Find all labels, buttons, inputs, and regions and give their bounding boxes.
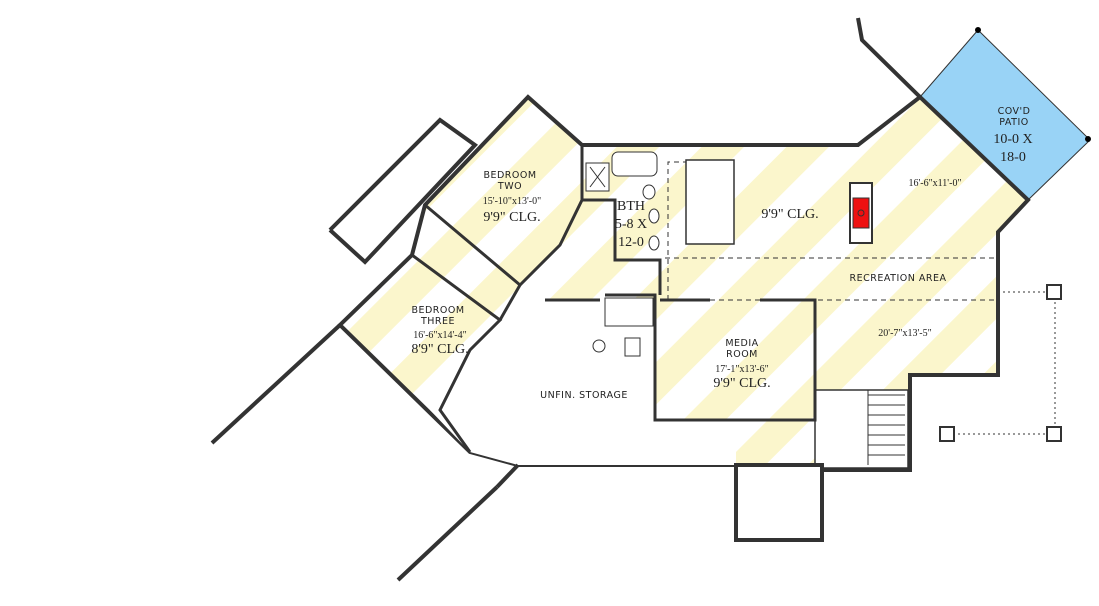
water-heater-icon [592, 339, 606, 353]
patio-name-line1: COV'D [997, 106, 1031, 117]
sink-icon [648, 235, 660, 251]
recreation-name: RECREATION AREA [849, 273, 947, 284]
bedroom-two-name-line1: BEDROOM [483, 170, 537, 181]
furnace-icon [624, 337, 641, 357]
stair-area [814, 389, 909, 469]
bedroom-three-size: 16'-6"x14'-4" [413, 330, 467, 341]
media-room-size: 17'-1"x13'-6" [715, 364, 769, 375]
bump-out [734, 463, 824, 542]
stairs-icon [867, 390, 905, 465]
bedroom-two-name-line2: TWO [497, 181, 523, 192]
retaining-walls [210, 17, 922, 582]
porch-post-icon [1046, 284, 1062, 300]
bath-size-line2: 12-0 [618, 235, 644, 250]
bedroom-two-ceiling: 9'9" CLG. [483, 210, 541, 225]
toilet-icon [642, 184, 656, 200]
patio-size: 10-0 X 18-0 [993, 131, 1032, 167]
bath-label: BTH 5-8 X 12-0 [615, 198, 647, 252]
bedroom-three-ceiling: 8'9" CLG. [411, 342, 469, 357]
unfinished-storage-area [430, 300, 736, 465]
porch-post-icon [1046, 426, 1062, 442]
porch-lines [948, 291, 1056, 435]
patio-name-line2: PATIO [999, 117, 1029, 128]
shower-icon [585, 162, 610, 192]
fireplace-icon [849, 182, 873, 244]
storage-name: UNFIN. STORAGE [540, 390, 628, 401]
sink-icon [648, 208, 660, 224]
media-room-ceiling: 9'9" CLG. [713, 376, 771, 391]
patio-size-line1: 10-0 X [993, 132, 1033, 147]
bedroom-three-name-line1: BEDROOM [411, 305, 465, 316]
bathtub-icon [611, 151, 658, 177]
media-name-line2: ROOM [726, 349, 758, 360]
bedroom-three-name-line2: THREE [420, 316, 456, 327]
patio-size-line2: 18-0 [1000, 150, 1026, 165]
porch-post-icon [939, 426, 955, 442]
kitchen-size: 16'-6"x11'-0" [908, 178, 962, 189]
bath-name: BTH [617, 199, 645, 214]
kitchen-ceiling: 9'9" CLG. [761, 207, 819, 222]
recreation-size: 20'-7"x13'-5" [878, 328, 932, 339]
bedroom-two-size: 15'-10"x13'-0" [482, 196, 542, 207]
kitchen-island [685, 159, 735, 245]
media-name-line1: MEDIA [725, 338, 759, 349]
bath-size-line1: 5-8 X [614, 217, 648, 232]
patio-post-icon [975, 27, 981, 33]
washer-dryer-icon [604, 297, 654, 327]
patio-post-icon [1085, 136, 1091, 142]
